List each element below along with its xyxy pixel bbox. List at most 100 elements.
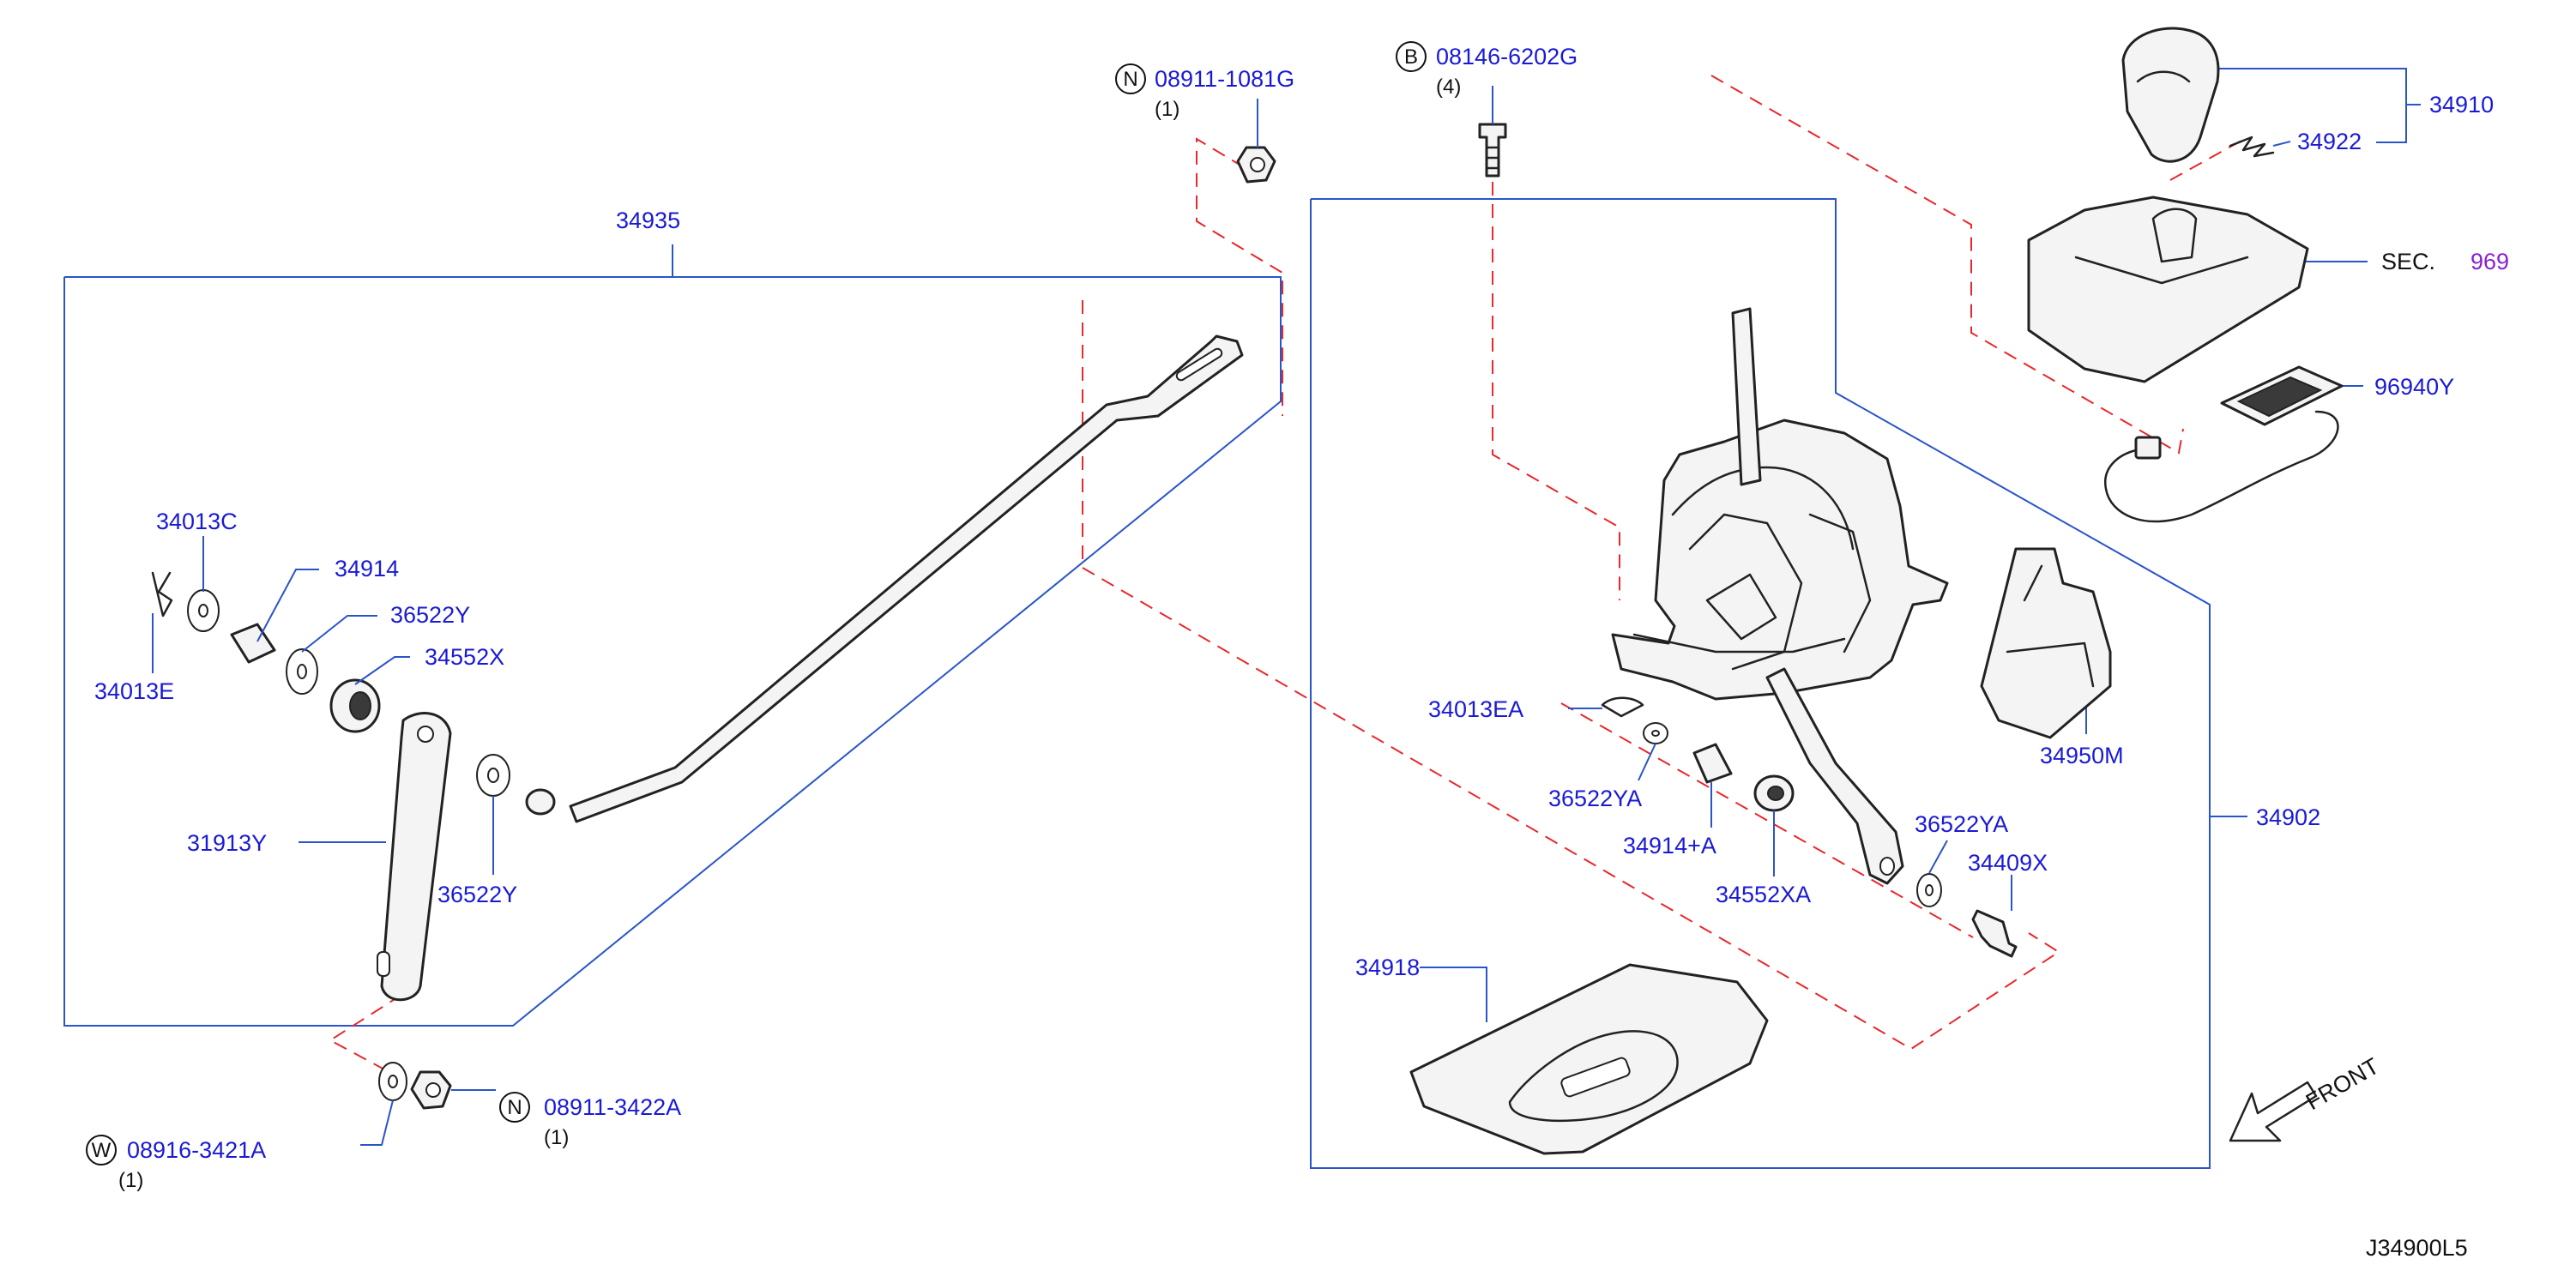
front-arrow — [2229, 1081, 2318, 1142]
qty-nut-top: (1) — [1155, 98, 1179, 121]
assembly-line-bottom — [329, 982, 421, 1071]
switch-96940y-dark — [2236, 376, 2323, 418]
knob-34910 — [2121, 27, 2220, 163]
shift-lever-stick — [1731, 307, 1762, 486]
label-34013e: 34013E — [94, 678, 174, 704]
nut-08911-1081g-hole — [1250, 157, 1265, 172]
qty-washer-bottom: (1) — [118, 1169, 143, 1192]
callout-nut-bottom: N 08911-3422A (1) — [499, 1092, 681, 1149]
indicator-detail — [2074, 256, 2249, 285]
callout-bolt-top: B 08146-6202G (4) — [1396, 41, 1578, 99]
grommet-34552x-core — [349, 691, 371, 720]
label-34950m: 34950M — [2040, 743, 2124, 768]
assembly-line-rod-end — [1082, 300, 2060, 1051]
front-label: FRONT — [2302, 1053, 2384, 1115]
leader-34922 — [2272, 141, 2291, 147]
assembly-line-bolt — [1492, 182, 1620, 600]
bushing-34914a — [1692, 743, 1733, 784]
symbol-n-bottom: N — [507, 1096, 522, 1119]
nut-08911-3422a-hole — [425, 1082, 441, 1098]
label-34914a: 34914+A — [1623, 833, 1716, 858]
label-34552xa: 34552XA — [1716, 882, 1811, 907]
label-31913y: 31913Y — [187, 830, 267, 856]
module-34950m-detail — [2006, 564, 2095, 688]
washer-36522y-b-hole — [487, 768, 499, 783]
finisher-34918 — [1409, 963, 1769, 1155]
qty-bolt-top: (4) — [1436, 75, 1461, 99]
code-bolt-top: 08146-6202G — [1436, 44, 1578, 69]
lever-slot — [377, 951, 390, 977]
control-rod — [569, 334, 1244, 823]
symbol-circle-n-top — [1115, 63, 1146, 94]
leader-34552x — [354, 656, 410, 685]
label-34902: 34902 — [2256, 804, 2320, 830]
callout-nut-top: N 08911-1081G (1) — [1115, 63, 1294, 121]
label-sec-prefix: SEC. — [2381, 249, 2435, 274]
lever-31913y — [380, 712, 452, 1002]
leader-34914 — [256, 569, 319, 642]
finisher-34918-slot — [1560, 1057, 1631, 1098]
grommet-34552xa-core — [1767, 786, 1784, 801]
symbol-circle-b-top — [1396, 41, 1427, 72]
shift-lever-arm — [1765, 667, 1904, 885]
qty-nut-bottom: (1) — [544, 1126, 569, 1149]
clip-34922 — [2229, 136, 2275, 158]
indicator-sec969 — [2027, 196, 2309, 383]
leader-36522y-a — [301, 615, 377, 653]
label-36522ya-a: 36522YA — [1548, 786, 1642, 811]
label-34910: 34910 — [2429, 92, 2494, 117]
leader-36522ya-a — [1638, 743, 1656, 781]
knob-34910-detail — [2136, 70, 2191, 83]
callout-washer-bottom: W 08916-3421A (1) — [86, 1135, 266, 1192]
washer-36522ya-b-hole — [1925, 884, 1934, 896]
assembly-line-nut-top — [1196, 137, 1283, 416]
label-36522y-a: 36522Y — [390, 602, 470, 628]
washer-08916-hole — [388, 1075, 398, 1088]
clip-34013ea — [1601, 696, 1644, 718]
shift-device-detail-4 — [1632, 633, 1846, 654]
bolt-08146 — [1478, 123, 1507, 178]
code-nut-top: 08911-1081G — [1155, 66, 1294, 92]
label-34409x: 34409X — [1968, 850, 2048, 876]
label-34935: 34935 — [616, 208, 680, 233]
label-34552x: 34552X — [425, 644, 504, 670]
label-36522y-b: 36522Y — [437, 882, 517, 907]
shift-device-detail-3 — [1808, 513, 1872, 654]
assembly-line-pin — [1560, 702, 1974, 938]
clip-34013e — [151, 571, 173, 617]
code-washer-bottom: 08916-3421A — [127, 1137, 266, 1163]
diagram-code: J34900L5 — [2366, 1235, 2468, 1261]
symbol-circle-w-bottom — [86, 1135, 117, 1166]
control-rod-slot — [1175, 347, 1223, 382]
label-34914: 34914 — [335, 556, 399, 581]
module-34950m — [1980, 547, 2112, 739]
leader-36522ya-b — [1928, 840, 1948, 874]
finisher-34918-inner — [1508, 1030, 1679, 1123]
leader-34918 — [1420, 967, 1487, 1022]
code-nut-bottom: 08911-3422A — [544, 1094, 681, 1120]
leader-washer-bottom — [360, 1099, 394, 1146]
symbol-circle-n-bottom — [499, 1092, 530, 1123]
symbol-b-top: B — [1404, 45, 1418, 69]
label-96940y: 96940Y — [2374, 374, 2454, 400]
label-36522ya-b: 36522YA — [1915, 811, 2008, 837]
indicator-boot — [2151, 208, 2198, 263]
shift-device-detail-1 — [1671, 466, 1855, 551]
lever-hole-top — [417, 726, 434, 743]
label-34922: 34922 — [2297, 129, 2362, 154]
bushing-34914 — [230, 623, 276, 664]
washer-36522ya-a-hole — [1651, 730, 1660, 737]
symbol-n-top: N — [1123, 68, 1137, 91]
label-34013ea: 34013EA — [1428, 696, 1523, 722]
harness-connector — [2134, 436, 2162, 460]
frame-34902 — [1310, 198, 2211, 1169]
control-rod-end — [525, 788, 556, 816]
label-sec-number: 969 — [2470, 249, 2509, 274]
shift-device-detail-5 — [1705, 573, 1777, 641]
washer-36522y-a-hole — [297, 664, 307, 679]
pin-34409x — [1971, 909, 2018, 958]
shift-device-detail-2 — [1688, 513, 1803, 671]
label-34918: 34918 — [1355, 955, 1420, 980]
shift-device-body — [1611, 419, 1949, 701]
